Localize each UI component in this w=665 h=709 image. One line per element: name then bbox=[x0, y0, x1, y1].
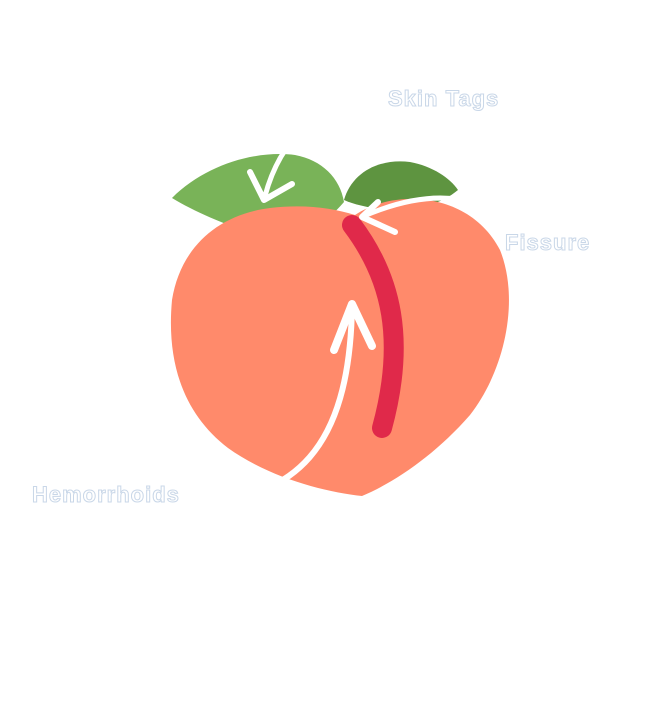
peach-cleft bbox=[342, 215, 404, 438]
hemorrhoids-arrowhead bbox=[330, 300, 376, 354]
fissure-arrowhead bbox=[359, 199, 398, 235]
hemorrhoids-arrow bbox=[202, 302, 355, 506]
skin-tags-arrowhead bbox=[247, 169, 295, 203]
peach-body bbox=[170, 198, 509, 496]
hemorrhoids-label: Hemorrhoids bbox=[32, 482, 180, 507]
skin-tags-arrow bbox=[262, 97, 385, 199]
skin-tags-label: Skin Tags bbox=[387, 86, 500, 111]
fissure-label: Fissure bbox=[504, 230, 591, 255]
fissure-arrow bbox=[361, 195, 513, 225]
